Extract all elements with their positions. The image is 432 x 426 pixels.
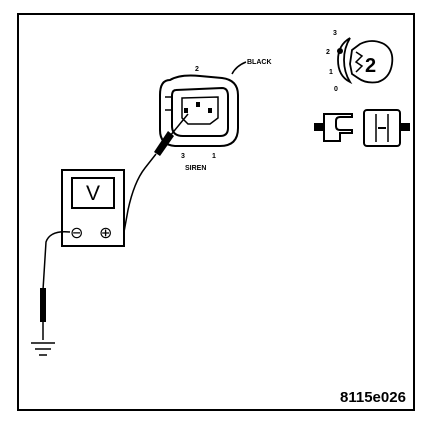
negative-probe-handle bbox=[40, 288, 46, 322]
ignition-position-2: 2 bbox=[326, 49, 330, 56]
connector-name-label: SIREN bbox=[185, 165, 206, 172]
figure-id: 8115e026 bbox=[340, 389, 406, 406]
color-label-leader bbox=[231, 61, 247, 75]
cavity-number-left: 3 bbox=[181, 153, 185, 160]
negative-test-lead bbox=[40, 230, 71, 340]
voltmeter: V ⊖ ⊕ bbox=[61, 169, 125, 247]
connector-latch bbox=[165, 96, 173, 111]
connector-body bbox=[171, 86, 229, 137]
connector-shell bbox=[159, 74, 239, 147]
ignition-pointer-dot bbox=[337, 48, 343, 54]
terminal-2 bbox=[196, 102, 200, 107]
connector-terminal-area bbox=[181, 96, 219, 125]
negative-lead-wire bbox=[42, 230, 71, 291]
probe-needle bbox=[169, 113, 189, 137]
terminal-3 bbox=[184, 108, 188, 113]
left-connector-half bbox=[323, 113, 353, 142]
ignition-position-0: 0 bbox=[334, 86, 338, 93]
ignition-position-1: 1 bbox=[329, 69, 333, 76]
ignition-key-icon bbox=[349, 40, 394, 84]
voltmeter-display-text: V bbox=[86, 182, 100, 205]
ground-icon bbox=[31, 342, 55, 356]
connector-color-label: BLACK bbox=[247, 59, 272, 66]
ignition-position-3: 3 bbox=[333, 30, 337, 37]
cavity-number-right: 1 bbox=[212, 153, 216, 160]
probe-tip bbox=[154, 131, 174, 156]
positive-terminal-icon: ⊕ bbox=[99, 225, 112, 242]
diagram-frame bbox=[17, 13, 415, 411]
voltmeter-display bbox=[71, 177, 115, 209]
siren-connector: BLACK 2 3 1 SIREN bbox=[159, 59, 272, 172]
left-wire-stub bbox=[314, 123, 324, 131]
key-groove bbox=[354, 51, 364, 73]
right-wire-stub bbox=[400, 123, 410, 131]
cavity-number-top: 2 bbox=[195, 66, 199, 73]
terminal-1 bbox=[208, 108, 212, 113]
ignition-lock-icon bbox=[337, 37, 353, 85]
ignition-key-position: 3 2 1 0 2 bbox=[326, 30, 394, 93]
negative-terminal-icon: ⊖ bbox=[70, 225, 83, 242]
connector-disconnected-icon bbox=[314, 109, 410, 147]
ignition-selected-position: 2 bbox=[365, 55, 376, 77]
